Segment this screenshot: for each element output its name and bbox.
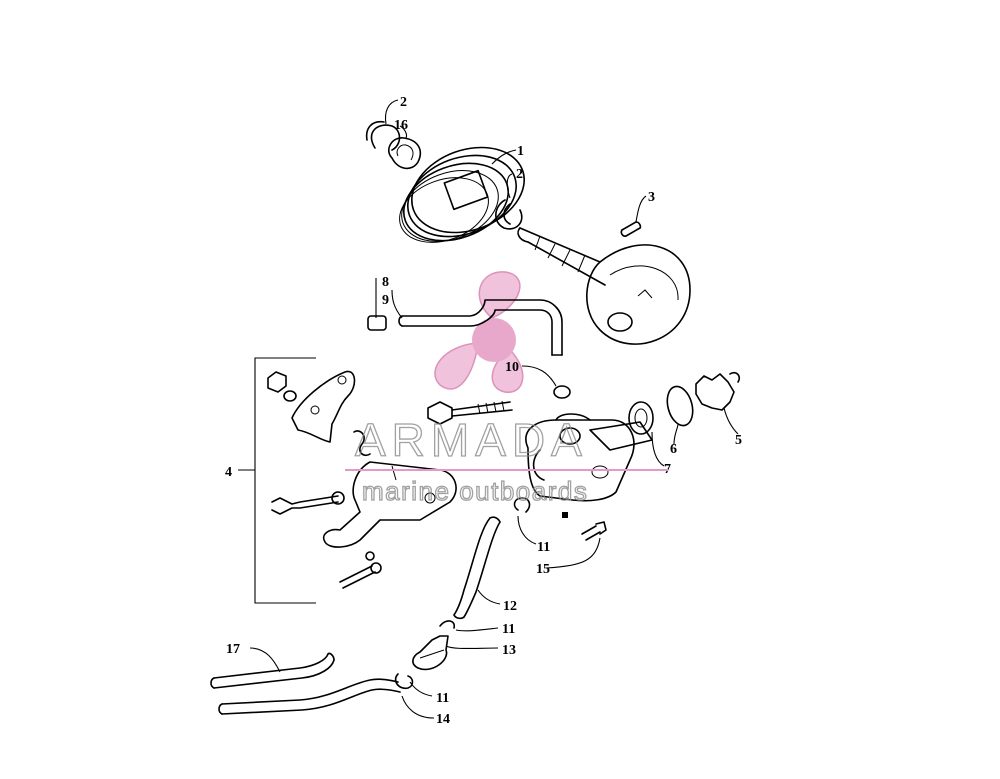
callout-label: 2 <box>516 167 523 182</box>
watermark-brand: ARMADA <box>355 414 588 466</box>
callout-label: 11 <box>537 540 550 555</box>
callout-label: 6 <box>670 442 677 457</box>
clamp-part-11-lower <box>394 673 414 690</box>
sleeve-part-8 <box>367 315 387 331</box>
callout-label: 13 <box>502 643 516 658</box>
snap-ring-part-2-top <box>365 120 401 151</box>
callout-label: 2 <box>400 95 407 110</box>
pin-part-3 <box>620 221 642 237</box>
propeller-logo-icon <box>434 271 524 393</box>
o-ring-part-6 <box>666 385 694 427</box>
bearing-part-7 <box>628 401 654 435</box>
callout-label: 10 <box>505 360 519 375</box>
hose-part-14 <box>218 678 401 715</box>
callout-label: 11 <box>502 622 515 637</box>
leader-lines <box>249 99 739 719</box>
callout-labels: 2 16 1 2 3 8 9 10 4 5 6 7 11 15 12 11 13… <box>225 95 742 727</box>
clamp-part-11-upper <box>513 497 531 513</box>
o-ring-part-10 <box>553 385 571 399</box>
callout-label: 4 <box>225 465 232 480</box>
callout-label: 11 <box>436 691 449 706</box>
watermark-tagline: marine outboards <box>362 476 588 506</box>
clamp-part-11-middle <box>439 620 456 629</box>
hose-part-17 <box>210 652 335 689</box>
callout-label: 5 <box>735 433 742 448</box>
callout-label: 16 <box>394 118 408 133</box>
callout-label: 9 <box>382 293 389 308</box>
callout-label: 12 <box>503 599 517 614</box>
snap-ring-part-2-lower <box>495 199 523 230</box>
callout-label: 14 <box>436 712 450 727</box>
screw-part-15 <box>581 521 607 541</box>
hose-part-12 <box>453 516 501 620</box>
washer-part-16 <box>388 137 422 170</box>
gear-part-5 <box>695 371 741 411</box>
shaft-flywheel <box>517 227 691 345</box>
callout-label: 1 <box>517 144 524 159</box>
callout-label: 8 <box>382 275 389 290</box>
callout-label: 15 <box>536 562 550 577</box>
oil-pump-body <box>427 400 653 518</box>
callout-label: 17 <box>226 642 240 657</box>
check-valve-part-13 <box>412 635 449 671</box>
callout-label: 3 <box>648 190 655 205</box>
watermark: ARMADA marine outboards <box>345 413 668 507</box>
lever-assembly-part-4 <box>238 357 457 604</box>
